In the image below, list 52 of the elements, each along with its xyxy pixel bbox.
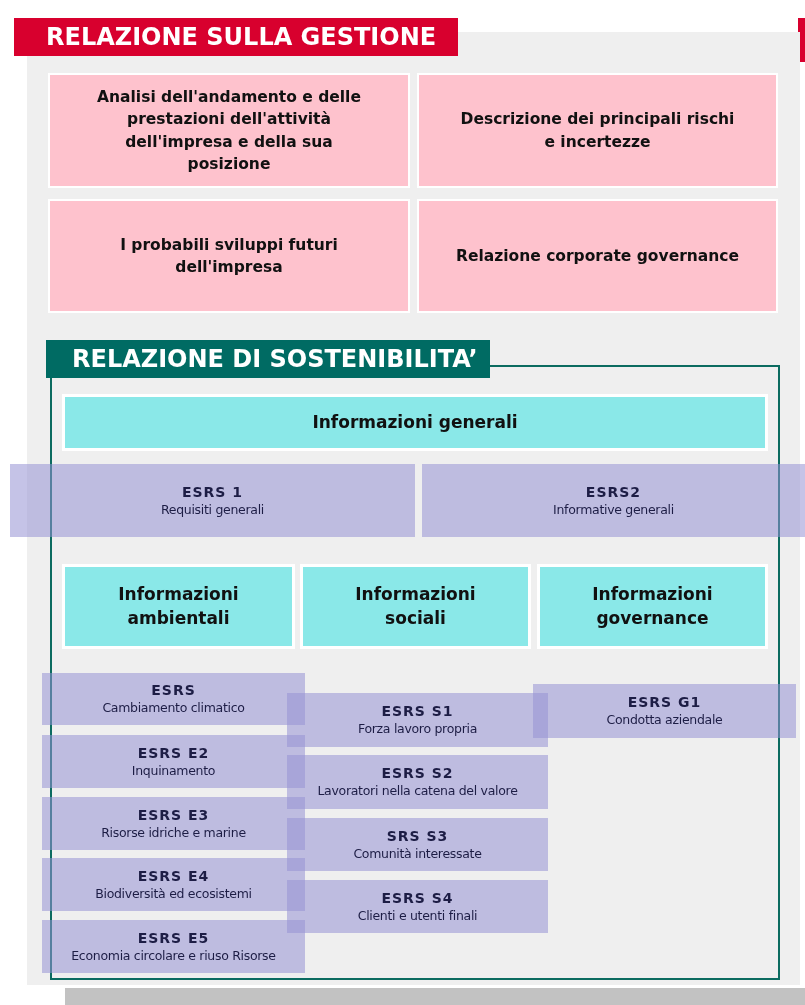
standard-title: Lavoratori nella catena del valore (317, 783, 518, 800)
standard-title: Condotta aziendale (606, 712, 723, 729)
box-label: Informazioni governance (591, 582, 714, 630)
box-label: Informazioni generali (312, 410, 518, 434)
standard-code: ESRS E5 (137, 928, 210, 948)
standard-box (42, 673, 305, 725)
category-box (62, 564, 295, 649)
standard-code: ESRS (151, 681, 196, 700)
standard-box (42, 735, 305, 788)
standard-title: Comunità interessate (353, 845, 482, 863)
standard-code: SRS S3 (386, 826, 449, 846)
standard-title: Forza lavoro propria (357, 721, 477, 738)
section-heading: RELAZIONE SULLA GESTIONE (14, 18, 458, 56)
standard-box (287, 818, 548, 871)
box-label: Informazioni ambientali (117, 582, 240, 630)
standard-code: ESRS2 (585, 482, 642, 502)
standard-title: Biodiversità ed ecosistemi (95, 885, 252, 903)
standard-title: Informative generali (553, 501, 674, 519)
standard-box (287, 880, 548, 933)
standard-box (287, 693, 548, 747)
standard-box (42, 858, 305, 911)
standard-title: Cambiamento climatico (102, 700, 245, 717)
standard-title: Risorse idriche e marine (101, 824, 246, 842)
standard-title: Economia circolare e riuso Risorse (71, 947, 276, 965)
standard-title: Requisiti generali (160, 501, 265, 519)
box-label: Descrizione dei principali rischi e incertezze (459, 109, 736, 153)
standard-code: ESRS E2 (137, 743, 210, 763)
topic-box (48, 73, 410, 188)
standard-code: ESRS E4 (137, 866, 210, 886)
category-box (62, 394, 768, 451)
topic-box (48, 199, 410, 313)
standard-code: ESRS S2 (381, 764, 454, 783)
topic-box (417, 199, 778, 313)
standard-code: ESRS G1 (627, 693, 702, 712)
standard-title: Inquinamento (131, 762, 216, 780)
standard-code: ESRS S4 (381, 888, 454, 908)
standard-box (42, 920, 305, 973)
standard-code: ESRS E3 (137, 805, 210, 825)
standard-box (533, 684, 796, 738)
standard-code: ESRS S1 (381, 702, 454, 721)
box-label: Analisi dell'andamento e delle prestazioni dell'attività dell'impresa e della sua posizione (96, 86, 362, 175)
topic-box (417, 73, 778, 188)
standard-title: Clienti e utenti finali (357, 907, 478, 925)
box-label: I probabili sviluppi futuri dell'impresa (119, 234, 339, 278)
category-box (537, 564, 768, 649)
standard-box (42, 797, 305, 850)
standard-code: ESRS 1 (181, 482, 244, 502)
standard-box (287, 755, 548, 809)
box-label: Informazioni sociali (354, 582, 477, 630)
box-label: Relazione corporate governance (456, 245, 739, 267)
section-heading: RELAZIONE DI SOSTENIBILITA’ (46, 340, 490, 378)
category-box (300, 564, 531, 649)
